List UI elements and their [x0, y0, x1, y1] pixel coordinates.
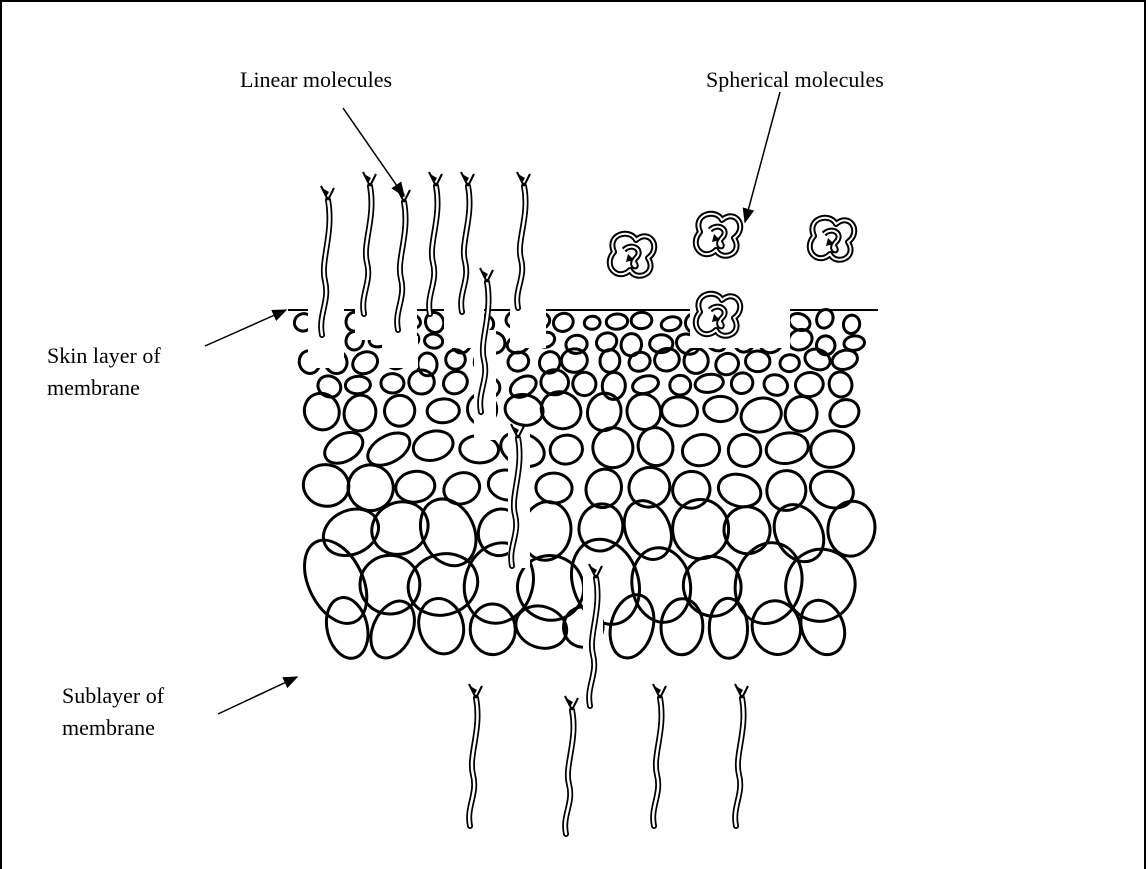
membrane-pore [584, 315, 601, 330]
linear-molecule [653, 684, 666, 826]
membrane-pore [599, 349, 621, 373]
membrane-pore [394, 469, 438, 505]
membrane-pore [548, 432, 585, 466]
membrane-pore [536, 348, 563, 376]
membrane-pore [427, 398, 460, 423]
membrane-pore [709, 598, 748, 658]
membrane-pore [413, 593, 470, 658]
membrane-pore [626, 349, 653, 374]
membrane-pore [345, 376, 371, 395]
membrane-pore [381, 392, 418, 430]
membrane-pore [603, 590, 660, 663]
membrane-pore [634, 424, 676, 469]
membrane-pore [606, 313, 628, 330]
membrane-pore [764, 430, 811, 467]
spherical-molecule [696, 214, 740, 256]
membrane-pore [673, 499, 729, 558]
membrane-pore [761, 372, 790, 399]
membrane-pore [410, 427, 456, 465]
linear-molecule [469, 684, 482, 826]
spherical-molecule [810, 218, 854, 260]
membrane-pore [560, 530, 650, 634]
linear-molecule [363, 172, 376, 314]
membrane-pore [704, 396, 738, 422]
linear-molecules-arrow [343, 108, 404, 196]
membrane-pore [319, 426, 368, 469]
membrane-pore [631, 312, 653, 330]
membrane-pore [439, 468, 484, 509]
membrane-pore [694, 372, 725, 394]
membrane-pore [469, 603, 516, 655]
membrane-pore [745, 351, 770, 372]
membrane-pore [666, 465, 716, 515]
linear-molecule [461, 172, 474, 312]
membrane-pore [506, 350, 531, 374]
membrane-pore [737, 393, 785, 436]
spherical-molecules-label: Spherical molecules [706, 64, 884, 96]
membrane-pore [660, 395, 699, 428]
membrane-pore [725, 431, 763, 469]
membrane-pore [826, 369, 854, 399]
membrane-pore [551, 310, 576, 334]
linear-molecule [735, 684, 748, 826]
membrane-pore [439, 367, 471, 398]
linear-molecules-bottom [469, 684, 748, 834]
membrane-pore [616, 493, 681, 566]
membrane-pore [746, 595, 807, 660]
membrane-pore [660, 598, 704, 655]
membrane-pore [807, 427, 857, 472]
membrane-pore [300, 461, 353, 510]
membrane-pore [842, 314, 861, 335]
membrane-pore [363, 492, 437, 564]
membrane-pore [423, 310, 447, 335]
membrane-pore [341, 392, 379, 433]
linear-molecule [429, 172, 442, 314]
skin-layer-label: Skin layer of membrane [47, 340, 227, 404]
membrane-pore [805, 465, 859, 514]
membrane-pore [349, 348, 381, 378]
membrane-pore [680, 431, 723, 469]
membrane-pore [660, 315, 683, 333]
membrane-pore [779, 353, 801, 372]
spherical-molecule [610, 234, 654, 276]
linear-molecule [517, 172, 530, 308]
linear-molecule [565, 696, 578, 834]
membrane-pore [670, 375, 691, 395]
membrane-pore [560, 348, 588, 374]
membrane-pore [794, 371, 825, 399]
sublayer-label: Sublayer of membrane [62, 680, 212, 744]
membrane-pore [783, 394, 819, 433]
membrane-pore [825, 394, 864, 431]
membrane-pore [381, 373, 404, 393]
membrane-pore [424, 333, 444, 349]
linear-molecules-label: Linear molecules [240, 64, 392, 96]
membrane-pore [535, 472, 574, 505]
membrane-pore [714, 469, 764, 512]
spherical-molecules-arrow [745, 92, 780, 222]
sublayer-arrow [218, 677, 297, 714]
membrane-pore [793, 594, 852, 661]
membrane-pore [802, 346, 833, 374]
membrane-pore [717, 500, 778, 561]
